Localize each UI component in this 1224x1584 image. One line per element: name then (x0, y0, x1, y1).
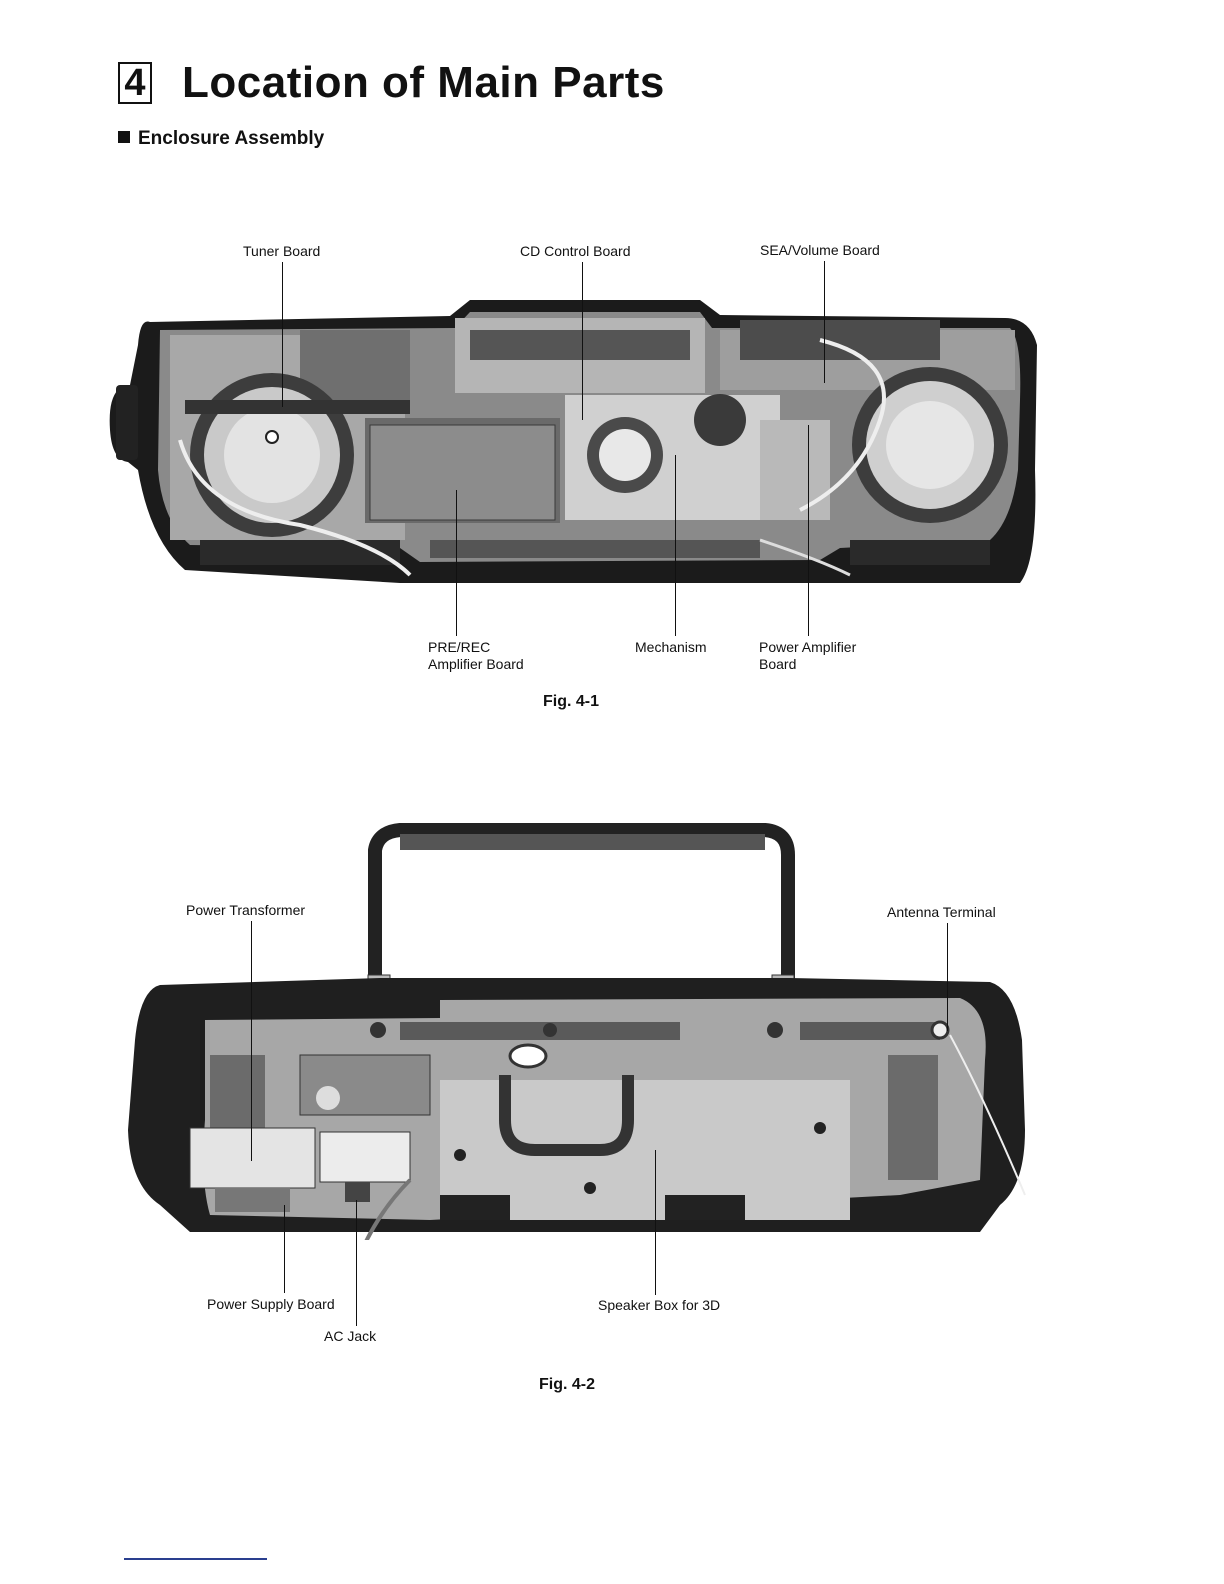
label-power-amplifier-board: Power Amplifier Board (759, 639, 856, 673)
leader-pre-rec-amplifier-board (456, 490, 457, 636)
label-pre-rec-line1: PRE/REC (428, 639, 524, 656)
label-speaker-box-for-3d: Speaker Box for 3D (598, 1297, 720, 1314)
leader-tuner-board (282, 262, 283, 407)
label-sea-volume-board: SEA/Volume Board (760, 242, 880, 259)
leader-speaker-box-for-3d (655, 1150, 656, 1295)
section-subtitle: Enclosure Assembly (118, 128, 324, 150)
subtitle-text: Enclosure Assembly (138, 128, 324, 149)
label-antenna-terminal: Antenna Terminal (887, 904, 996, 921)
footer-rule (124, 1558, 267, 1560)
label-tuner-board: Tuner Board (243, 243, 320, 260)
label-ac-jack: AC Jack (324, 1328, 376, 1345)
fig-4-1-photo (100, 290, 1040, 600)
label-pre-rec-line2: Amplifier Board (428, 656, 524, 673)
section-number-box: 4 (118, 62, 152, 104)
label-power-amp-line1: Power Amplifier (759, 639, 856, 656)
leader-cd-control-board (582, 262, 583, 420)
leader-sea-volume-board (824, 261, 825, 383)
leader-power-amplifier-board (808, 425, 809, 636)
leader-antenna-terminal (947, 923, 948, 1031)
label-power-transformer: Power Transformer (186, 902, 305, 919)
leader-power-transformer (251, 921, 252, 1161)
label-power-amp-line2: Board (759, 656, 856, 673)
label-cd-control-board: CD Control Board (520, 243, 631, 260)
label-mechanism: Mechanism (635, 639, 707, 656)
leader-mechanism (675, 455, 676, 636)
fig-4-2-photo (120, 820, 1040, 1240)
page-title: Location of Main Parts (182, 58, 665, 108)
figure-caption-4-1: Fig. 4-1 (543, 693, 599, 711)
label-pre-rec-amplifier-board: PRE/REC Amplifier Board (428, 639, 524, 673)
leader-power-supply-board (284, 1205, 285, 1293)
label-power-supply-board: Power Supply Board (207, 1296, 335, 1313)
figure-caption-4-2: Fig. 4-2 (539, 1376, 595, 1394)
section-number: 4 (124, 64, 145, 102)
bullet-square-icon (118, 131, 130, 143)
leader-ac-jack (356, 1200, 357, 1326)
